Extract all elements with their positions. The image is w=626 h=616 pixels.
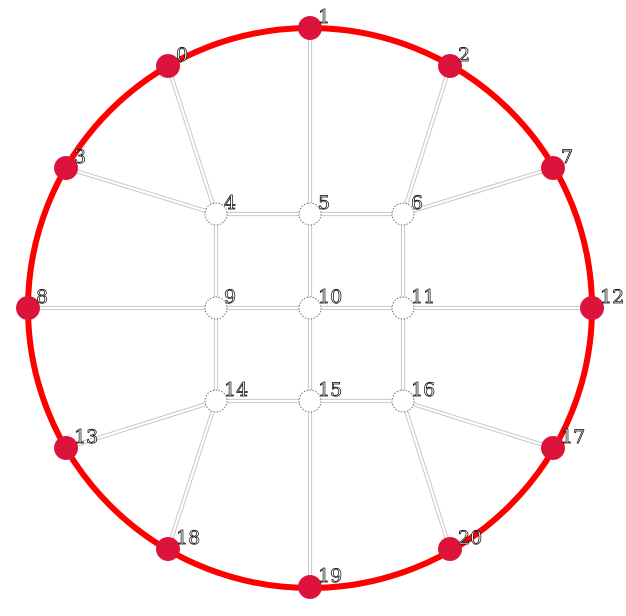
- node-7[interactable]: [541, 156, 565, 180]
- node-1[interactable]: [298, 16, 322, 40]
- node-19[interactable]: [298, 575, 322, 599]
- edge-7-6: [402, 165, 553, 213]
- node-label-17: 17: [561, 426, 585, 448]
- node-label-6: 6: [411, 192, 423, 214]
- node-label-10: 10: [318, 286, 342, 308]
- edge-20-16: [404, 400, 453, 549]
- node-15[interactable]: [298, 389, 322, 413]
- node-14[interactable]: [204, 389, 228, 413]
- node-label-15: 15: [318, 379, 342, 401]
- edge-0-4: [166, 66, 215, 215]
- node-label-9: 9: [224, 286, 236, 308]
- node-9[interactable]: [204, 296, 228, 320]
- node-label-11: 11: [411, 286, 435, 308]
- node-label-2: 2: [458, 44, 470, 66]
- node-13[interactable]: [54, 436, 78, 460]
- node-label-3: 3: [74, 146, 86, 168]
- node-5[interactable]: [298, 202, 322, 226]
- node-8[interactable]: [16, 296, 40, 320]
- node-label-20: 20: [458, 527, 482, 549]
- node-18[interactable]: [156, 537, 180, 561]
- node-2[interactable]: [438, 54, 462, 78]
- edge-13-14: [66, 402, 217, 451]
- node-3[interactable]: [54, 156, 78, 180]
- node-label-18: 18: [176, 527, 200, 549]
- node-label-16: 16: [411, 379, 435, 401]
- node-12[interactable]: [580, 296, 604, 320]
- edge-20-16: [400, 401, 449, 550]
- edge-18-14: [169, 401, 218, 550]
- node-11[interactable]: [391, 296, 415, 320]
- edge-17-16: [402, 402, 553, 451]
- node-label-12: 12: [600, 286, 624, 308]
- node-20[interactable]: [438, 537, 462, 561]
- node-17[interactable]: [541, 436, 565, 460]
- node-label-7: 7: [561, 146, 573, 168]
- node-label-5: 5: [318, 192, 330, 214]
- node-label-13: 13: [74, 426, 98, 448]
- edge-2-6: [404, 66, 453, 215]
- node-label-0: 0: [176, 44, 188, 66]
- node-label-19: 19: [318, 565, 342, 587]
- node-label-1: 1: [318, 6, 330, 28]
- node-label-14: 14: [224, 379, 248, 401]
- node-4[interactable]: [204, 202, 228, 226]
- edge-13-14: [65, 398, 216, 447]
- edge-3-4: [65, 169, 216, 217]
- nodes-layer: [16, 16, 604, 599]
- node-0[interactable]: [156, 54, 180, 78]
- edge-3-4: [66, 165, 217, 213]
- edges-layer: [28, 28, 592, 587]
- node-6[interactable]: [391, 202, 415, 226]
- edge-7-6: [403, 169, 554, 217]
- node-label-8: 8: [36, 286, 48, 308]
- node-label-4: 4: [224, 192, 236, 214]
- node-10[interactable]: [298, 296, 322, 320]
- edge-0-4: [169, 65, 218, 214]
- edge-17-16: [403, 398, 554, 447]
- node-16[interactable]: [391, 389, 415, 413]
- edge-18-14: [166, 400, 215, 549]
- edge-2-6: [400, 65, 449, 214]
